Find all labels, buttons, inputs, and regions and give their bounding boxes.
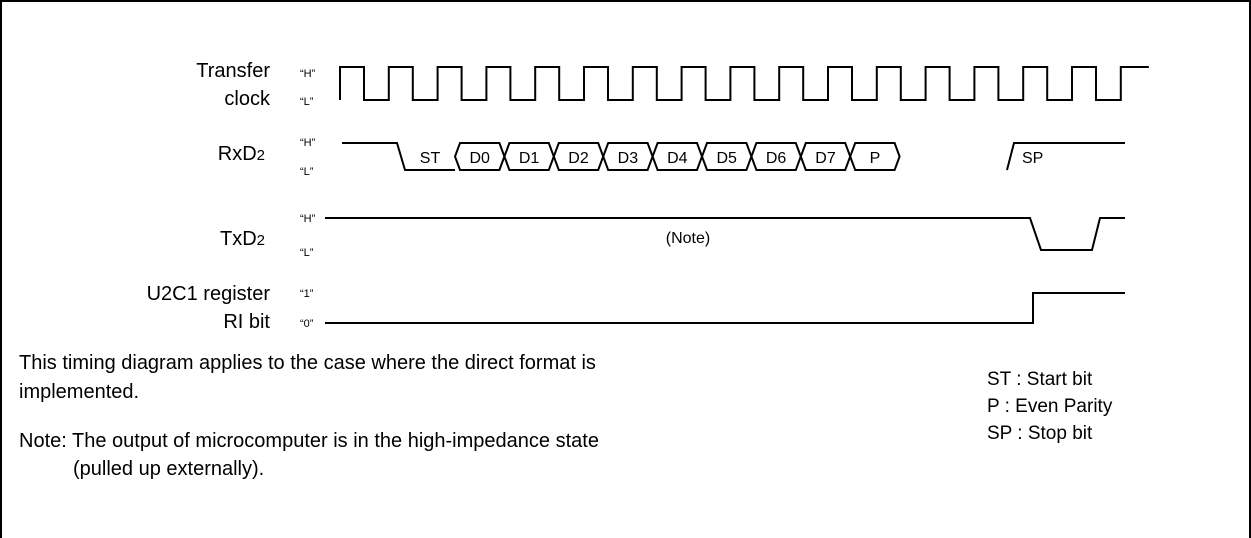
rxd-bit-label: D6 bbox=[766, 150, 787, 167]
note-line1: Note: The output of microcomputer is in … bbox=[19, 430, 599, 452]
clock-level-low: “L” bbox=[300, 96, 314, 108]
clock-label-line2: clock bbox=[224, 88, 271, 110]
txd-note-annotation: (Note) bbox=[666, 230, 710, 247]
legend-stop-bit: SP : Stop bit bbox=[987, 423, 1093, 444]
clock-level-high: “H” bbox=[300, 68, 316, 80]
clock-signal: Transfer clock “H” “L” bbox=[196, 60, 1149, 110]
rxd-stop-line bbox=[1006, 142, 1125, 171]
rxd-bit-label: D4 bbox=[667, 150, 688, 167]
description-line2: implemented. bbox=[19, 381, 139, 403]
rxd-bit-label: SP bbox=[1022, 150, 1043, 167]
legend-start-bit: ST : Start bit bbox=[987, 369, 1093, 390]
rxd-signal: RxD2 “H” “L” ST D0 D1 D2 D3 D4 D5 D6 D7 P SP bbox=[218, 137, 1125, 178]
rxd-bit-label: D0 bbox=[469, 150, 490, 167]
legend-even-parity: P : Even Parity bbox=[987, 396, 1113, 417]
note-line2: (pulled up externally). bbox=[73, 458, 264, 480]
txd-label: TxD2 bbox=[220, 228, 265, 250]
rxd-bit-label: D2 bbox=[568, 150, 589, 167]
rxd-bit-label: D7 bbox=[815, 150, 836, 167]
rxd-bit-label: D5 bbox=[716, 150, 737, 167]
clock-waveform bbox=[339, 66, 1149, 101]
ri-waveform bbox=[325, 292, 1125, 324]
clock-label-line1: Transfer bbox=[196, 60, 270, 82]
rxd-level-low: “L” bbox=[300, 166, 314, 178]
rxd-idle-line bbox=[342, 142, 455, 171]
txd-signal: TxD2 “H” “L” (Note) bbox=[220, 213, 1125, 259]
rxd-bit-cell bbox=[849, 142, 901, 171]
txd-waveform bbox=[325, 217, 1125, 251]
rxd-bit-label: D1 bbox=[519, 150, 540, 167]
rxd-bit-label: P bbox=[870, 150, 881, 167]
ri-level-low: “0” bbox=[300, 318, 314, 330]
description-line1: This timing diagram applies to the case … bbox=[19, 352, 596, 374]
rxd-label: RxD2 bbox=[218, 143, 265, 165]
ri-label-line2: RI bit bbox=[223, 311, 270, 333]
rxd-level-high: “H” bbox=[300, 137, 316, 149]
ri-signal: U2C1 register RI bit “1” “0” bbox=[147, 283, 1125, 333]
ri-label-line1: U2C1 register bbox=[147, 283, 271, 305]
txd-level-low: “L” bbox=[300, 247, 314, 259]
rxd-bit-label: D3 bbox=[618, 150, 639, 167]
txd-level-high: “H” bbox=[300, 213, 316, 225]
ri-level-high: “1” bbox=[300, 288, 314, 300]
rxd-bit-label: ST bbox=[420, 150, 441, 167]
